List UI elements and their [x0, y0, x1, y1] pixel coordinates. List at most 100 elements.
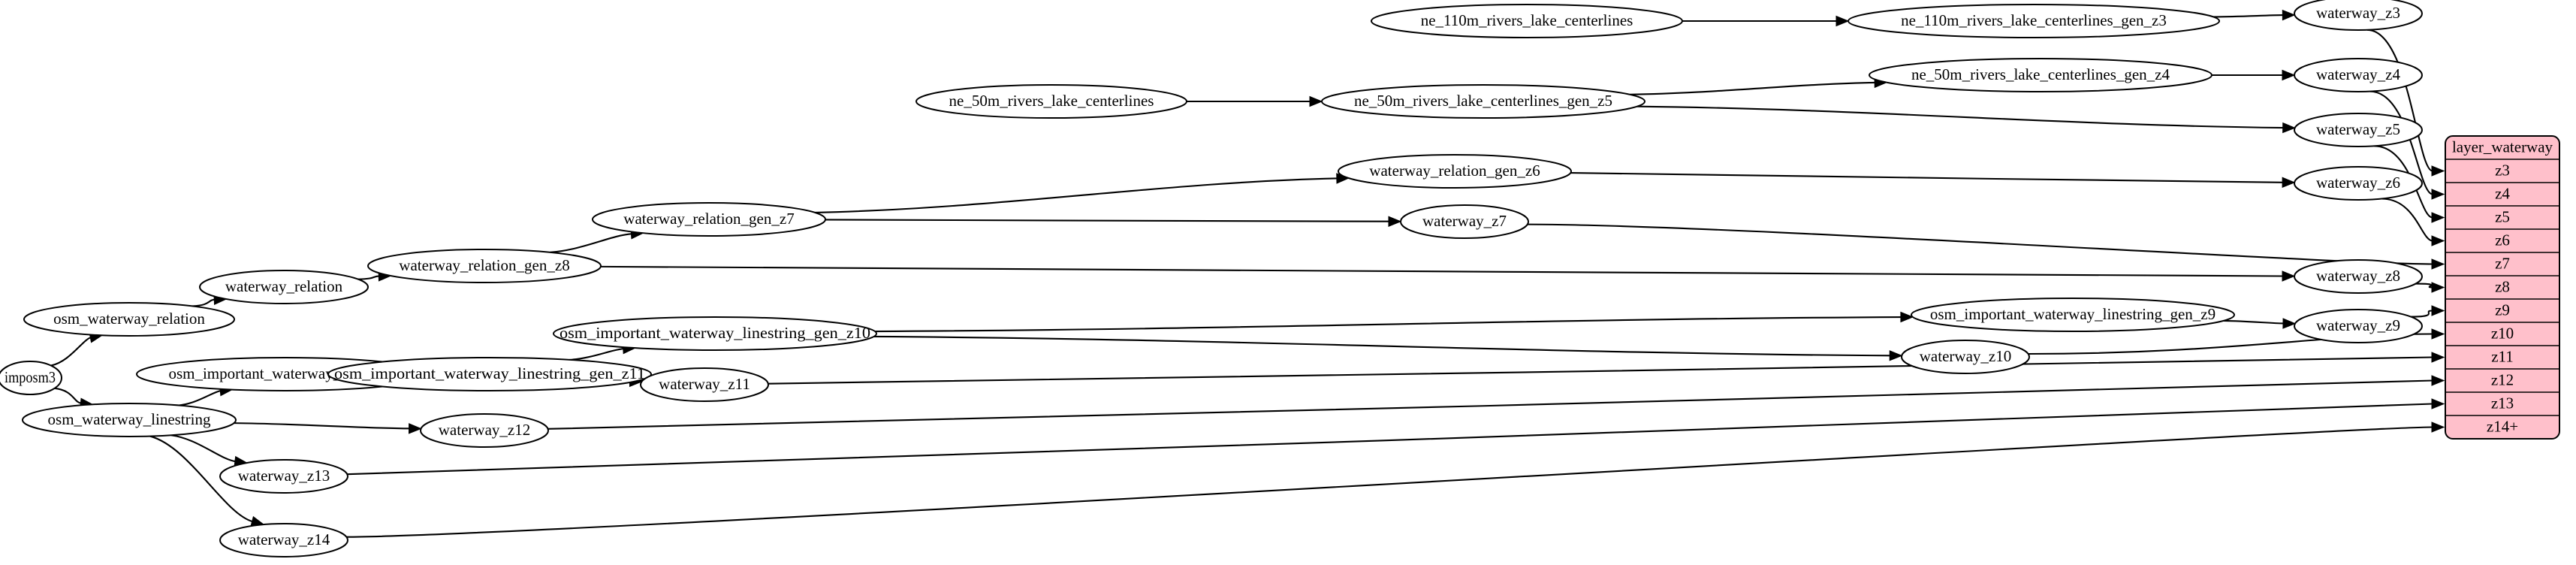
node-ne_50m_rivers_lake_centerlines_gen_z4[interactable]: ne_50m_rivers_lake_centerlines_gen_z4	[1869, 58, 2213, 92]
arrow-icon-ne_50m_rivers_lake_centerlines-to-ne_50m_rivers_lake_centerlines_gen_z5	[1309, 95, 1323, 107]
table-row-z4[interactable]: z4	[2445, 182, 2559, 206]
edge-waterway_z9-to-layer_waterway.z9	[2411, 310, 2433, 318]
table-row-hit-z3[interactable]	[2445, 159, 2559, 183]
arrow-icon-waterway_relation_gen_z6-to-waterway_z6	[2282, 177, 2296, 189]
arrow-icon-waterway_z5-to-layer_waterway.z5	[2431, 212, 2445, 223]
arrow-icon-waterway_z3-to-layer_waterway.z3	[2431, 165, 2445, 177]
node-shape-imposm3	[0, 361, 62, 395]
edge-osm_waterway_linestring-to-waterway_z14	[149, 435, 253, 523]
node-waterway_z7[interactable]: waterway_z7	[1400, 204, 1529, 239]
table-row-z11[interactable]: z11	[2445, 345, 2559, 369]
node-shape-osm_important_waterway_linestring_gen_z11	[327, 357, 652, 391]
arrow-icon-ne_110m_rivers_lake_centerlines_gen_z3-to-waterway_z3	[2282, 9, 2296, 21]
table-row-hit-z5[interactable]	[2445, 206, 2559, 229]
edge-waterway_z8-to-layer_waterway.z8	[2415, 282, 2433, 289]
node-waterway_z14[interactable]: waterway_z14	[219, 523, 348, 557]
table-row-hit-z9[interactable]	[2445, 299, 2559, 322]
edge-waterway_z12-to-layer_waterway.z12	[547, 379, 2433, 430]
table-row-z12[interactable]: z12	[2445, 368, 2559, 392]
arrow-icon-waterway_z13-to-layer_waterway.z13	[2431, 398, 2445, 409]
edge-waterway_relation_gen_z7-to-waterway_relation_gen_z6	[815, 177, 1338, 213]
table-row-z10[interactable]: z10	[2445, 322, 2559, 346]
node-waterway_z9[interactable]: waterway_z9	[2294, 309, 2423, 343]
table-row-z14+[interactable]: z14+	[2445, 415, 2559, 439]
node-waterway_z5[interactable]: waterway_z5	[2294, 113, 2423, 147]
edge-imposm3-to-osm_waterway_linestring	[54, 387, 82, 404]
node-ne_110m_rivers_lake_centerlines_gen_z3[interactable]: ne_110m_rivers_lake_centerlines_gen_z3	[1848, 4, 2220, 38]
node-waterway_relation_gen_z6[interactable]: waterway_relation_gen_z6	[1338, 154, 1572, 189]
node-waterway_relation_gen_z7[interactable]: waterway_relation_gen_z7	[592, 202, 826, 237]
node-osm_waterway_relation[interactable]: osm_waterway_relation	[23, 302, 235, 337]
node-imposm3[interactable]: imposm3	[0, 361, 62, 395]
arrow-icon-osm_important_waterway_linestring_gen_z10-to-waterway_z10	[1889, 350, 1903, 361]
node-shape-waterway_z4	[2294, 58, 2423, 92]
table-row-hit-z13[interactable]	[2445, 392, 2559, 415]
node-ne_110m_rivers_lake_centerlines[interactable]: ne_110m_rivers_lake_centerlines	[1371, 4, 1683, 38]
node-shape-ne_110m_rivers_lake_centerlines_gen_z3	[1848, 4, 2220, 38]
table-row-hit-z12[interactable]	[2445, 369, 2559, 392]
arrow-icon-ne_50m_rivers_lake_centerlines_gen_z5-to-waterway_z5	[2282, 122, 2296, 134]
node-osm_waterway_linestring[interactable]: osm_waterway_linestring	[22, 403, 237, 437]
edge-waterway_relation_gen_z8-to-waterway_relation_gen_z7	[550, 233, 632, 253]
node-shape-ne_110m_rivers_lake_centerlines	[1371, 4, 1683, 38]
node-shape-waterway_z11	[640, 367, 769, 402]
node-shape-waterway_z9	[2294, 309, 2423, 343]
arrow-icon-waterway_z14-to-layer_waterway.z14+	[2431, 421, 2445, 433]
node-waterway_z3[interactable]: waterway_z3	[2294, 0, 2423, 31]
table-row-z5[interactable]: z5	[2445, 205, 2559, 229]
arrow-icon-osm_important_waterway_linestring_gen_z10-to-osm_important_waterway_linestring_gen_z9	[1900, 311, 1914, 323]
layer-waterway-table-outline	[2445, 135, 2560, 440]
node-shape-ne_50m_rivers_lake_centerlines	[915, 84, 1187, 119]
node-osm_important_waterway_linestring_gen_z10[interactable]: osm_important_waterway_linestring_gen_z1…	[553, 316, 877, 351]
node-waterway_z12[interactable]: waterway_z12	[420, 413, 549, 448]
node-osm_important_waterway_linestring_gen_z9[interactable]: osm_important_waterway_linestring_gen_z9	[1911, 298, 2235, 332]
table-row-z7[interactable]: z7	[2445, 252, 2559, 276]
node-waterway_z8[interactable]: waterway_z8	[2294, 259, 2423, 294]
arrow-icon-ne_50m_rivers_lake_centerlines_gen_z4-to-waterway_z4	[2282, 69, 2296, 81]
table-row-hit-z4[interactable]	[2445, 183, 2559, 206]
node-shape-osm_important_waterway_linestring_gen_z10	[553, 316, 877, 351]
node-ne_50m_rivers_lake_centerlines_gen_z5[interactable]: ne_50m_rivers_lake_centerlines_gen_z5	[1321, 84, 1645, 119]
arrow-icon-waterway_z4-to-layer_waterway.z4	[2431, 189, 2445, 200]
edge-ne_50m_rivers_lake_centerlines_gen_z5-to-ne_50m_rivers_lake_centerlines_gen_z4	[1630, 81, 1876, 95]
node-shape-osm_waterway_relation	[23, 302, 235, 337]
node-osm_important_waterway_linestring_gen_z11[interactable]: osm_important_waterway_linestring_gen_z1…	[327, 357, 652, 391]
node-shape-waterway_relation	[199, 270, 369, 304]
node-waterway_relation[interactable]: waterway_relation	[199, 270, 369, 304]
table-row-z9[interactable]: z9	[2445, 298, 2559, 322]
node-waterway_z4[interactable]: waterway_z4	[2294, 58, 2423, 92]
table-row-hit-z14+[interactable]	[2445, 415, 2559, 439]
edge-waterway_z14-to-layer_waterway.z14+	[346, 426, 2433, 538]
arrow-icon-osm_important_waterway_linestring_gen_z9-to-waterway_z9	[2282, 318, 2297, 329]
edge-osm_important_waterway_linestring_gen_z10-to-osm_important_waterway_linestring_gen_z9	[875, 316, 1902, 333]
edge-waterway_relation-to-waterway_relation_gen_z8	[357, 275, 380, 280]
node-waterway_relation_gen_z8[interactable]: waterway_relation_gen_z8	[367, 249, 602, 283]
edge-osm_important_waterway_linestring_gen_z9-to-waterway_z9	[2223, 319, 2284, 325]
table-row-hit-z6[interactable]	[2445, 229, 2559, 252]
table-row-hit-z10[interactable]	[2445, 322, 2559, 346]
edge-waterway_relation_gen_z7-to-waterway_z7	[825, 219, 1390, 222]
node-shape-waterway_z6	[2294, 166, 2423, 201]
node-waterway_z6[interactable]: waterway_z6	[2294, 166, 2423, 201]
arrow-icon-waterway_z10-to-layer_waterway.z10	[2431, 328, 2445, 340]
node-waterway_z13[interactable]: waterway_z13	[219, 459, 348, 494]
table-row-hit-z8[interactable]	[2445, 276, 2559, 299]
node-shape-waterway_z12	[420, 413, 549, 448]
node-ne_50m_rivers_lake_centerlines[interactable]: ne_50m_rivers_lake_centerlines	[915, 84, 1187, 119]
arrow-icon-waterway_z8-to-layer_waterway.z8	[2431, 282, 2445, 293]
table-row-hit-z7[interactable]	[2445, 252, 2559, 276]
node-shape-waterway_z13	[219, 459, 348, 494]
node-waterway_z11[interactable]: waterway_z11	[640, 367, 769, 402]
table-row-z6[interactable]: z6	[2445, 228, 2559, 252]
arrow-icon-waterway_relation_gen_z8-to-waterway_z8	[2282, 270, 2296, 282]
edge-waterway_relation_gen_z6-to-waterway_z6	[1570, 172, 2284, 183]
table-row-z13[interactable]: z13	[2445, 391, 2559, 415]
node-waterway_z10[interactable]: waterway_z10	[1901, 340, 2030, 374]
edge-waterway_relation_gen_z8-to-waterway_z8	[600, 265, 2284, 277]
arrow-icon-waterway_z12-to-layer_waterway.z12	[2431, 375, 2445, 386]
table-row-z8[interactable]: z8	[2445, 275, 2559, 299]
table-row-hit-z11[interactable]	[2445, 346, 2559, 369]
node-shape-osm_important_waterway_linestring_gen_z9	[1911, 298, 2235, 332]
table-row-z3[interactable]: z3	[2445, 159, 2559, 183]
